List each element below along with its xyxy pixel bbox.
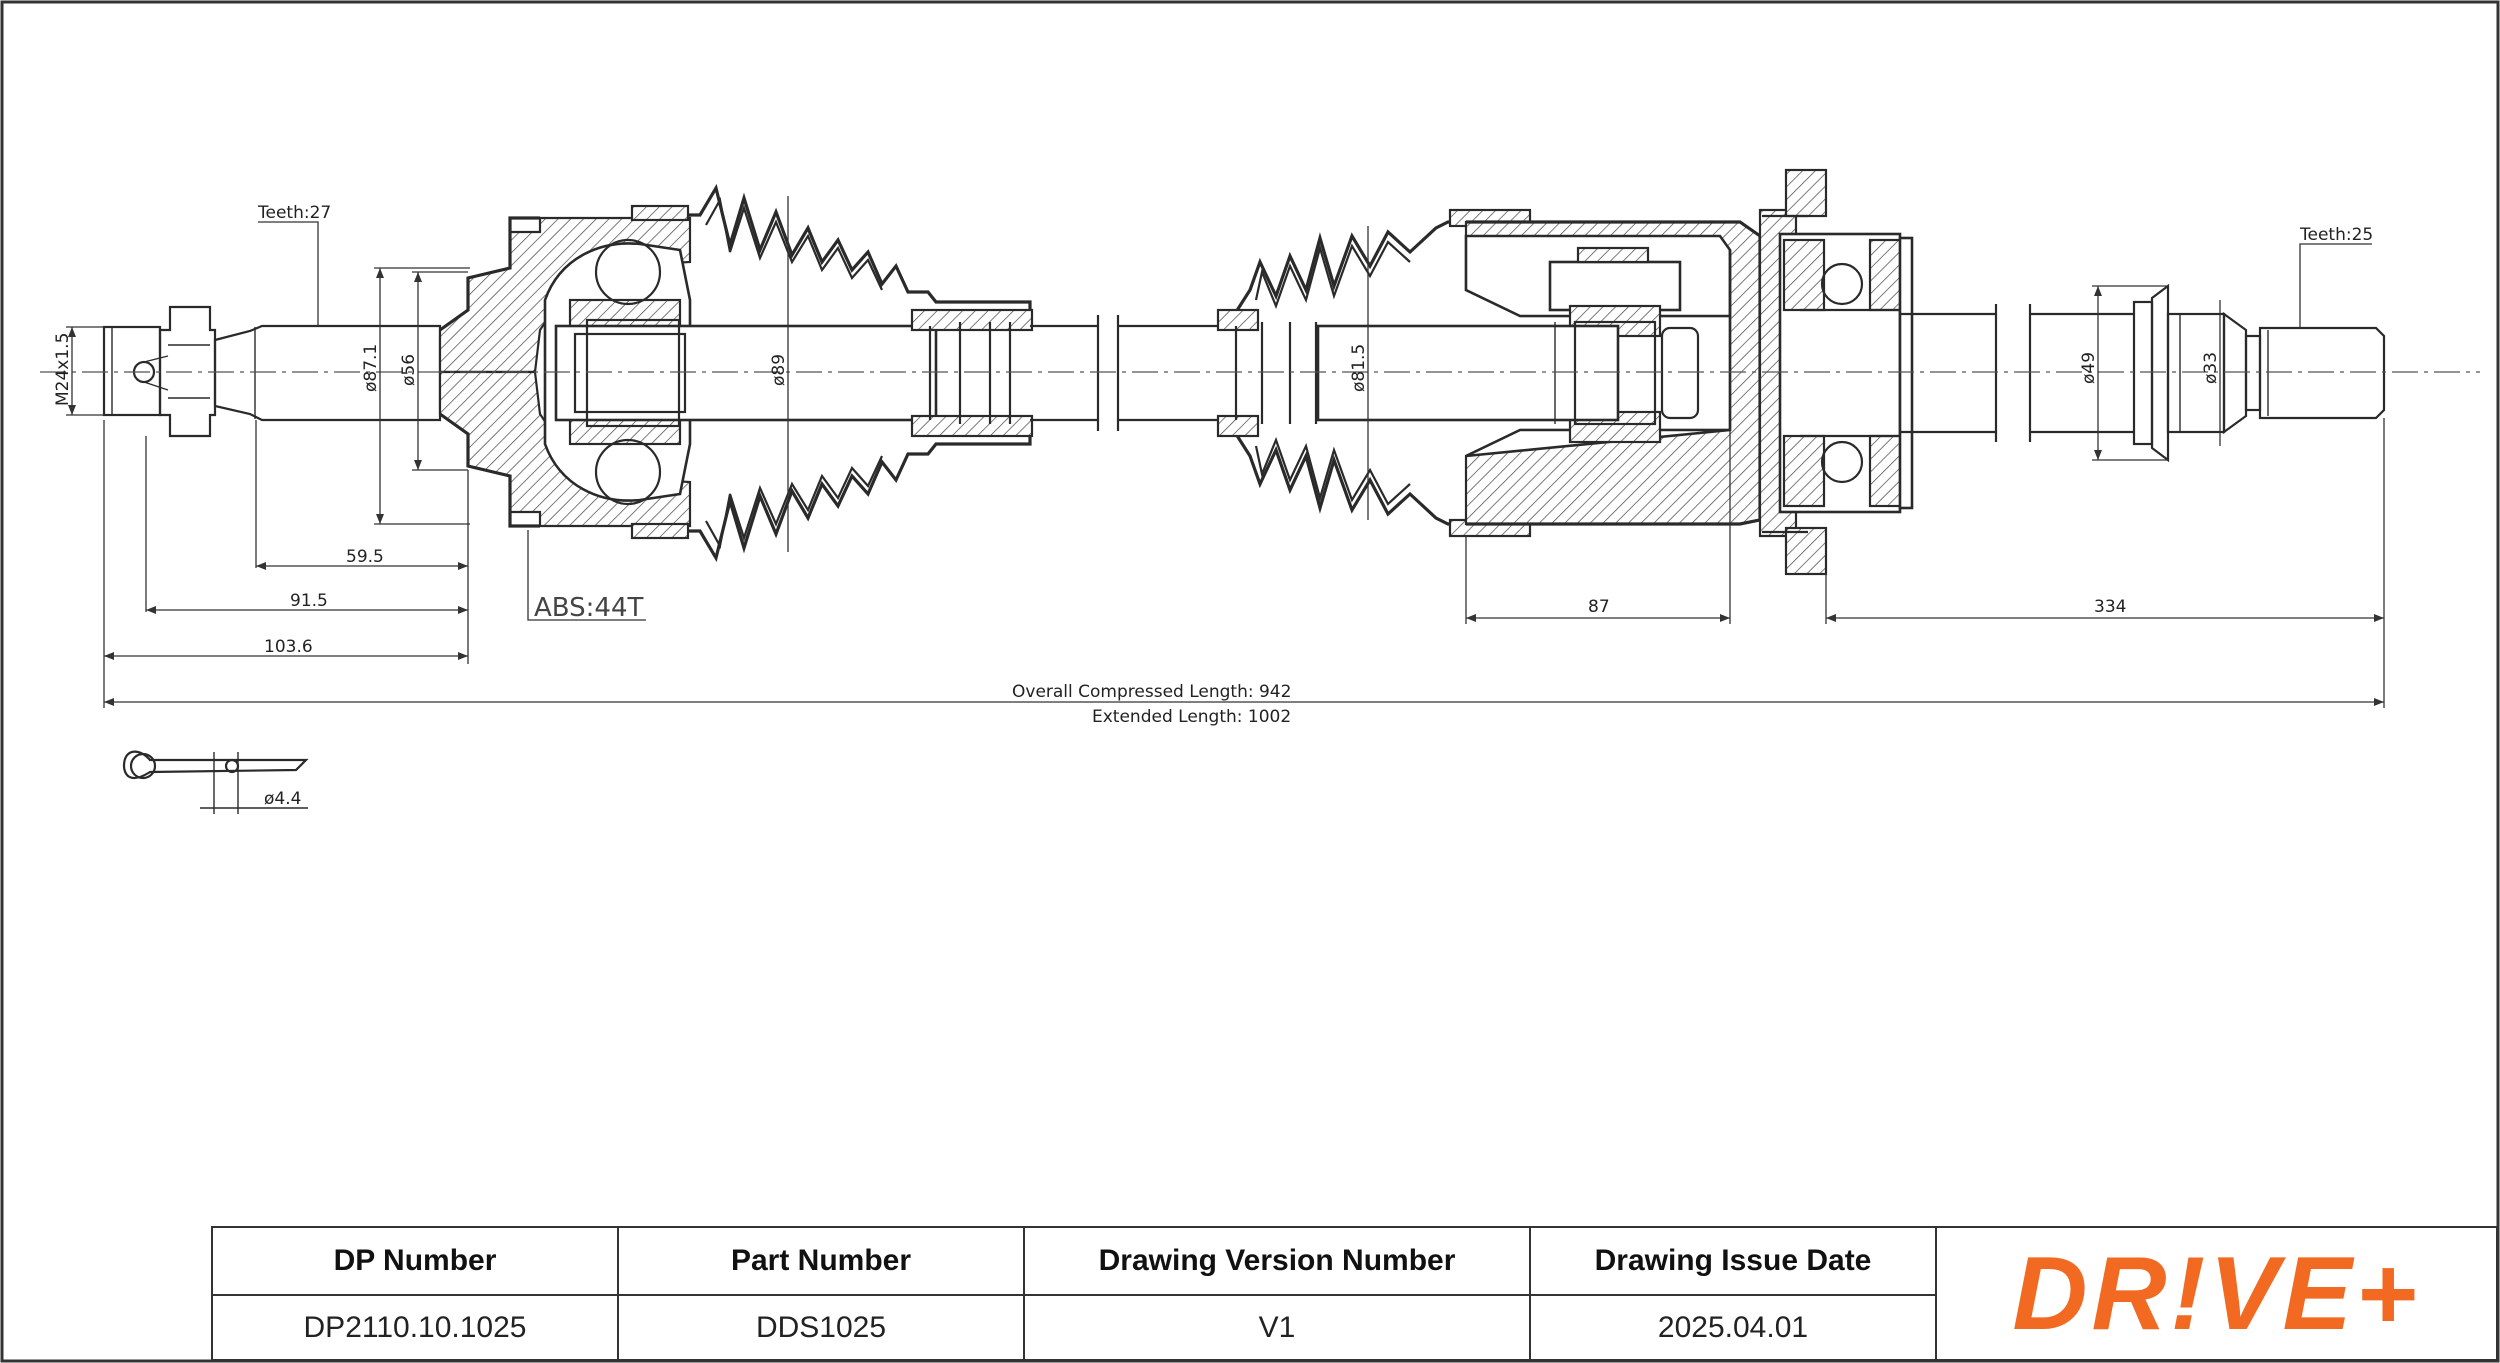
splined-shaft — [213, 324, 442, 422]
cv-ball-upper — [594, 238, 662, 306]
value-drawing-version: V1 — [1023, 1294, 1531, 1361]
value-part-number: DDS1025 — [617, 1294, 1025, 1361]
dim-91-5: 91.5 — [290, 591, 328, 611]
dimension-arrows — [68, 268, 2384, 706]
outer-cv-joint — [102, 204, 938, 540]
drive-logo: DR!VE+ — [2012, 1235, 2421, 1352]
intermediate-shaft — [1030, 315, 1220, 431]
dimensions — [66, 196, 2385, 708]
cv-ball-lower — [594, 438, 662, 506]
dim-334: 334 — [2094, 597, 2126, 617]
d49-label: ø49 — [2079, 352, 2099, 384]
thread-label: M24x1.5 — [53, 333, 73, 406]
dim-103-6: 103.6 — [264, 637, 313, 657]
extended-length: Extended Length: 1002 — [1092, 707, 1291, 727]
teeth-inner-label: Teeth:25 — [2299, 225, 2373, 245]
teeth-outer-label: Teeth:27 — [257, 203, 331, 223]
overall-length: Overall Compressed Length: 942 — [1012, 682, 1291, 702]
header-drawing-version: Drawing Version Number — [1023, 1226, 1531, 1296]
d56-label: ø56 — [399, 354, 419, 386]
d44-label: ø4.4 — [264, 789, 301, 809]
dim-59-5: 59.5 — [346, 547, 384, 567]
bearing-stub — [1758, 168, 2386, 576]
logo-cell: DR!VE+ — [1935, 1226, 2498, 1361]
header-dp-number: DP Number — [211, 1226, 619, 1296]
header-issue-date: Drawing Issue Date — [1529, 1226, 1937, 1296]
boot-clamp-large — [630, 204, 690, 222]
d89-label: ø89 — [769, 354, 789, 386]
d33-label: ø33 — [2201, 352, 2221, 384]
bearing-ball-upper — [1820, 262, 1864, 306]
value-issue-date: 2025.04.01 — [1529, 1294, 1937, 1361]
d87-label: ø87.1 — [361, 344, 381, 392]
outer-boot — [688, 183, 1034, 563]
dim-87: 87 — [1588, 597, 1610, 617]
value-dp-number: DP2110.10.1025 — [211, 1294, 619, 1361]
inner-spline-end — [2258, 326, 2386, 420]
castle-nut — [158, 305, 217, 438]
header-part-number: Part Number — [617, 1226, 1025, 1296]
d81-label: ø81.5 — [1349, 344, 1369, 392]
abs-label: ABS:44T — [534, 593, 644, 623]
bearing-ball-lower — [1820, 440, 1864, 484]
inner-tripod-joint — [1216, 208, 1762, 538]
cotter-pin-detail — [122, 750, 309, 814]
